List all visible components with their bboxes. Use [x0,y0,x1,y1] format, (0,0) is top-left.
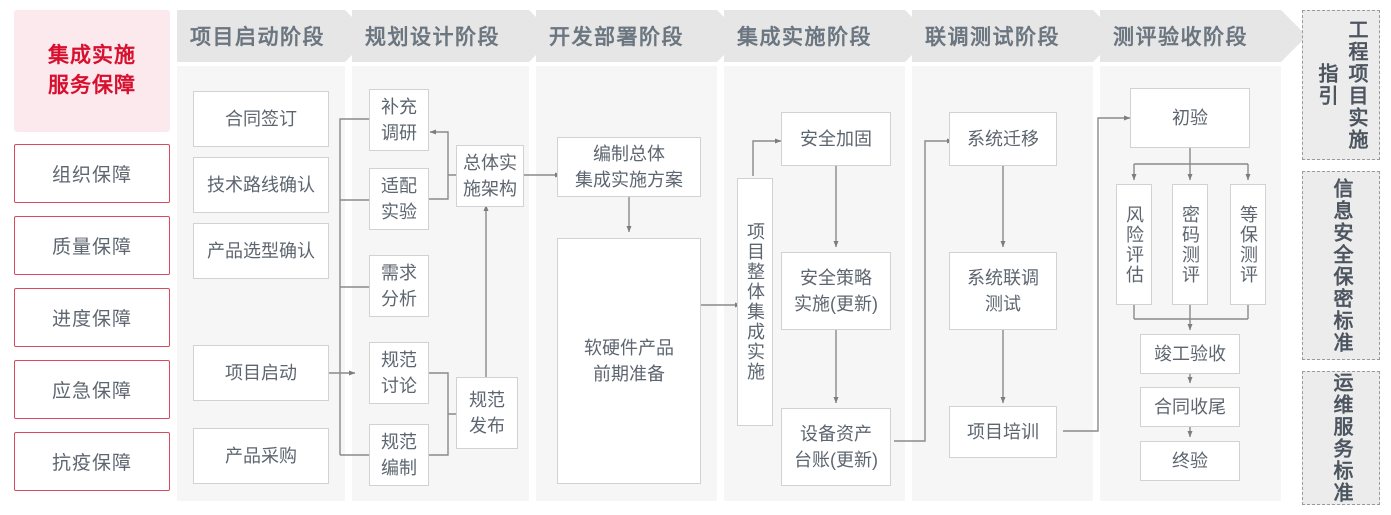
node-product-procurement[interactable]: 产品采购 [193,428,329,484]
phase-title-3: 开发部署阶段 [549,26,684,49]
node-project-training[interactable]: 项目培训 [949,406,1057,458]
node-mlps-evaluation[interactable]: 等保测评 [1230,184,1266,305]
phase-title-2: 规划设计阶段 [365,26,500,49]
node-final-inspection[interactable]: 竣工验收 [1140,334,1240,374]
node-supplementary-research[interactable]: 补充调研 [369,89,429,151]
phase-header-1: 项目启动阶段 [177,10,371,62]
guarantee-item-emergency[interactable]: 应急保障 [14,360,170,419]
node-asset-ledger[interactable]: 设备资产台账(更新) [781,408,891,486]
node-integration-plan-drafting[interactable]: 编制总体集成实施方案 [557,137,701,197]
phase-title-1: 项目启动阶段 [190,26,325,49]
standard-label-engineering-guide: 工程项目实施指引 [1315,19,1367,151]
node-spec-drafting[interactable]: 规范编制 [369,424,429,486]
node-adaptation-experiment[interactable]: 适配实验 [369,168,429,230]
phase-header-4: 集成实施阶段 [724,10,931,62]
guarantee-item-quality[interactable]: 质量保障 [14,216,170,275]
node-spec-release[interactable]: 规范发布 [456,377,518,449]
node-hw-sw-preparation[interactable]: 软硬件产品前期准备 [557,238,701,484]
guarantee-item-schedule[interactable]: 进度保障 [14,288,170,347]
node-requirement-analysis[interactable]: 需求分析 [369,255,429,317]
node-security-hardening[interactable]: 安全加固 [781,112,891,166]
node-joint-debug-testing[interactable]: 系统联调测试 [949,252,1057,330]
guarantee-header-line2: 服务保障 [48,74,136,97]
node-spec-discussion[interactable]: 规范讨论 [369,342,429,404]
node-tech-route-confirm[interactable]: 技术路线确认 [193,157,329,213]
standards-sidebar: 工程项目实施指引 信息安全保密标准 运维服务标准 [1302,10,1380,505]
node-project-kickoff[interactable]: 项目启动 [193,345,329,401]
standard-box-infosec[interactable]: 信息安全保密标准 [1302,171,1380,360]
phase-header-2: 规划设计阶段 [352,10,555,62]
phase-title-4: 集成实施阶段 [737,26,872,49]
chevron-right-icon-6 [1281,10,1307,62]
node-final-acceptance[interactable]: 终验 [1140,441,1240,481]
node-overall-integration[interactable]: 项目整体集成实施 [737,178,773,426]
standard-label-ops-service: 运维服务标准 [1330,372,1352,504]
phase-title-6: 测评验收阶段 [1113,26,1248,49]
guarantee-header: 集成实施 服务保障 [14,10,170,132]
standard-box-engineering-guide[interactable]: 工程项目实施指引 [1302,10,1380,160]
node-crypto-evaluation[interactable]: 密码测评 [1172,184,1208,305]
node-system-migration[interactable]: 系统迁移 [949,112,1057,166]
phase-title-5: 联调测试阶段 [925,26,1060,49]
node-product-selection[interactable]: 产品选型确认 [193,223,329,279]
guarantee-sidebar: 集成实施 服务保障 组织保障 质量保障 进度保障 应急保障 抗疫保障 [14,10,170,505]
standard-label-infosec: 信息安全保密标准 [1330,177,1352,354]
node-contract-closure[interactable]: 合同收尾 [1140,387,1240,427]
node-risk-assessment[interactable]: 风险评估 [1116,184,1152,305]
node-initial-acceptance[interactable]: 初验 [1130,88,1250,148]
phase-header-5: 联调测试阶段 [912,10,1119,62]
phase-header-6: 测评验收阶段 [1100,10,1307,62]
node-security-policy[interactable]: 安全策略实施(更新) [781,252,891,330]
node-contract-signing[interactable]: 合同签订 [193,91,329,147]
guarantee-item-epidemic[interactable]: 抗疫保障 [14,432,170,491]
guarantee-header-line1: 集成实施 [48,44,136,67]
standard-box-ops-service[interactable]: 运维服务标准 [1302,371,1380,505]
phase-header-3: 开发部署阶段 [536,10,743,62]
guarantee-item-organization[interactable]: 组织保障 [14,144,170,203]
node-overall-architecture[interactable]: 总体实施架构 [456,145,524,207]
